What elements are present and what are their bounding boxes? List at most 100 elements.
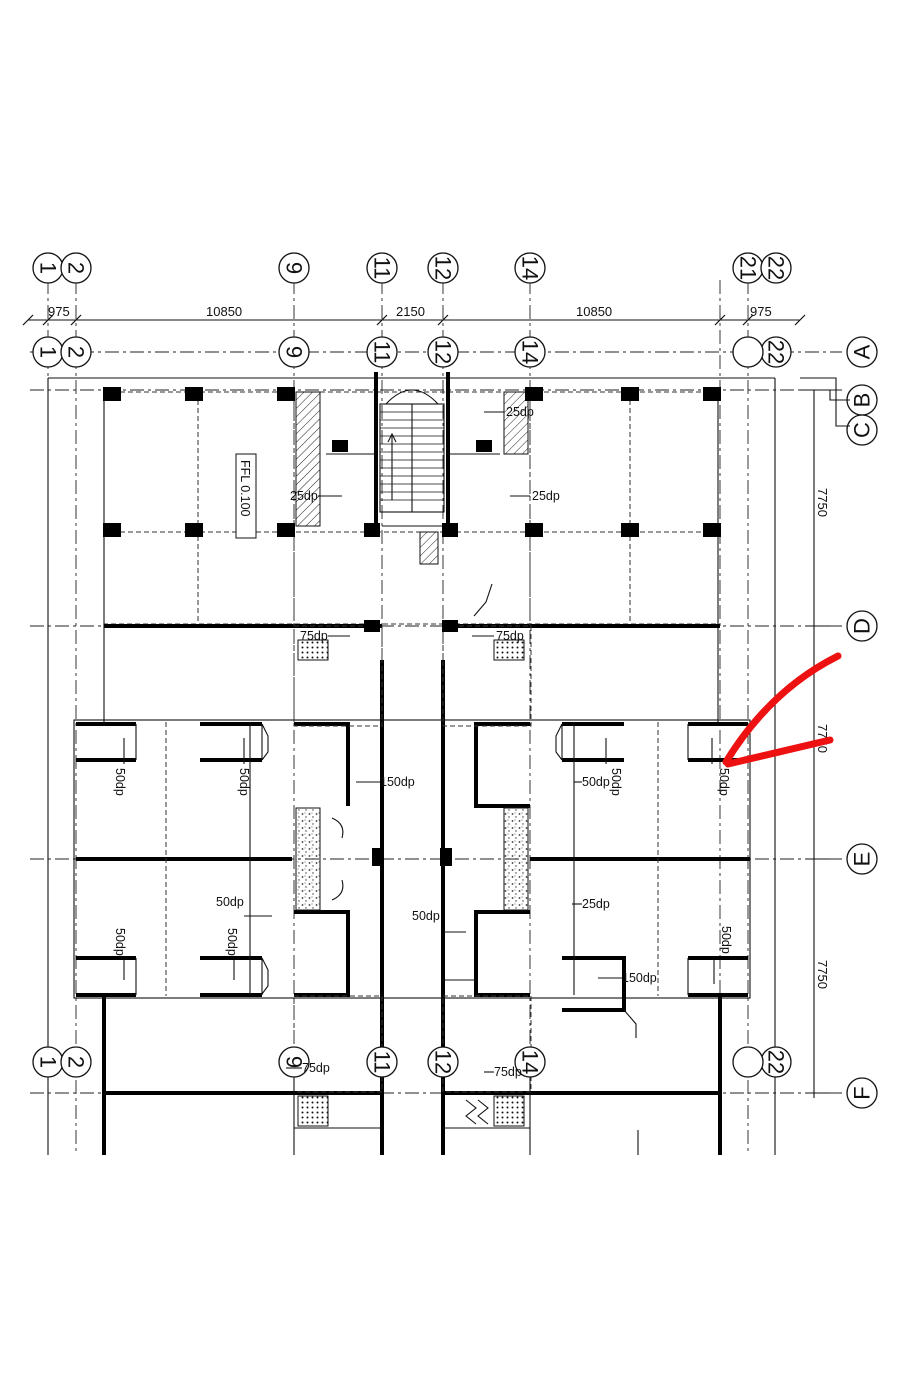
slope-notes: 25dp 25dp 25dp 75dp 75dp 150dp 50dp 50dp… <box>113 405 733 1079</box>
grid-bubble-top-11: 11 <box>366 252 398 284</box>
grid-bubble-top-1: 1 <box>32 252 64 284</box>
svg-text:B: B <box>850 393 875 408</box>
note-50dp-v3: 50dp <box>113 928 127 956</box>
svg-text:F: F <box>850 1086 875 1099</box>
note-25dp-lower: 25dp <box>582 897 610 911</box>
structural-columns <box>103 387 721 866</box>
grid-bubble-mid-12: 12 <box>427 336 459 368</box>
svg-text:2: 2 <box>64 346 89 358</box>
svg-text:9: 9 <box>282 346 307 358</box>
grid-bubble-row-D: D <box>846 610 878 642</box>
grid-bubble-mid-11: 11 <box>366 336 398 368</box>
note-50dp-v6: 50dp <box>717 768 731 796</box>
note-50dp-lower-left: 50dp <box>216 895 244 909</box>
column <box>185 387 203 401</box>
svg-text:11: 11 <box>370 1051 395 1074</box>
grid-lines-vertical <box>47 280 749 1155</box>
hatched-areas <box>295 391 529 1127</box>
floor-level-label: FFL 0.100 <box>235 453 257 539</box>
column <box>703 523 721 537</box>
svg-text:9: 9 <box>282 1056 307 1068</box>
note-75dp-bottom-left: 75dp <box>302 1061 330 1075</box>
note-50dp-v4: 50dp <box>225 928 239 956</box>
dimension-lines: 975 10850 2150 10850 975 7750 7750 7750 <box>22 304 850 1098</box>
column <box>525 387 543 401</box>
svg-text:22: 22 <box>764 340 789 364</box>
grid-bubble-top-14: 14 <box>514 252 546 284</box>
grid-bubble-row-A: A <box>846 336 878 368</box>
svg-text:1: 1 <box>36 262 61 274</box>
svg-text:12: 12 <box>431 340 456 364</box>
dim-10850-right: 10850 <box>576 304 612 319</box>
note-25dp-left: 25dp <box>290 489 318 503</box>
svg-text:E: E <box>850 852 875 867</box>
column <box>103 387 121 401</box>
svg-text:22: 22 <box>764 256 789 280</box>
grid-bubble-mid-9: 9 <box>278 336 310 368</box>
column <box>703 387 721 401</box>
note-50dp-center: 50dp <box>412 909 440 923</box>
column <box>277 523 295 537</box>
grid-bubble-mid-1: 1 <box>32 336 64 368</box>
column <box>185 523 203 537</box>
column <box>364 620 380 632</box>
svg-text:1: 1 <box>36 1056 61 1068</box>
note-50dp-v1: 50dp <box>113 768 127 796</box>
staircase <box>379 389 445 513</box>
note-75dp-bottom-right: 75dp <box>494 1065 522 1079</box>
column <box>525 523 543 537</box>
column <box>621 387 639 401</box>
column <box>103 523 121 537</box>
note-150dp-right: 150dp <box>622 971 657 985</box>
door-swings <box>261 583 639 1155</box>
note-75dp-right: 75dp <box>496 629 524 643</box>
grid-bubble-row-F: F <box>846 1077 878 1109</box>
column <box>277 387 295 401</box>
grid-bubble-bottom-22: 22 <box>760 1046 792 1078</box>
dim-7750-1: 7750 <box>815 488 830 517</box>
dim-10850-left: 10850 <box>206 304 242 319</box>
svg-text:14: 14 <box>518 340 543 364</box>
grid-bubble-bottom-1: 1 <box>32 1046 64 1078</box>
dim-975-right: 975 <box>750 304 772 319</box>
svg-text:21: 21 <box>736 256 761 280</box>
grid-bubble-top-21: 21 <box>732 252 764 284</box>
note-25dp-right: 25dp <box>532 489 560 503</box>
svg-text:1: 1 <box>36 346 61 358</box>
grid-bubble-row-B: B <box>846 384 878 416</box>
dim-7750-3: 7750 <box>815 960 830 989</box>
note-150dp-left: 150dp <box>380 775 415 789</box>
column <box>442 523 458 537</box>
grid-bubble-top-2: 2 <box>60 252 92 284</box>
grid-bubble-bottom-9: 9 <box>278 1046 310 1078</box>
grid-bubble-mid-22: 22 <box>760 336 792 368</box>
svg-text:22: 22 <box>764 1050 789 1074</box>
building-outline <box>47 377 776 1155</box>
svg-text:12: 12 <box>431 256 456 280</box>
svg-text:9: 9 <box>282 262 307 274</box>
column <box>621 523 639 537</box>
column <box>442 620 458 632</box>
grid-bubble-bottom-11: 11 <box>366 1046 398 1078</box>
svg-text:11: 11 <box>370 341 395 364</box>
dim-2150: 2150 <box>396 304 425 319</box>
svg-text:11: 11 <box>370 257 395 280</box>
column <box>364 523 380 537</box>
ffl-text: FFL 0.100 <box>238 460 252 517</box>
grid-bubble-row-C: C <box>846 414 878 446</box>
column <box>440 848 452 866</box>
grid-bubble-mid-14: 14 <box>514 336 546 368</box>
note-75dp-left: 75dp <box>300 629 328 643</box>
svg-text:A: A <box>850 344 875 359</box>
svg-text:2: 2 <box>64 1056 89 1068</box>
grid-bubble-row-E: E <box>846 843 878 875</box>
svg-text:D: D <box>850 618 875 634</box>
grid-bubble-bottom-2: 2 <box>60 1046 92 1078</box>
column <box>372 848 384 866</box>
walls <box>76 372 750 1155</box>
room-lines <box>73 392 751 1155</box>
svg-text:C: C <box>850 422 875 438</box>
svg-text:14: 14 <box>518 256 543 280</box>
